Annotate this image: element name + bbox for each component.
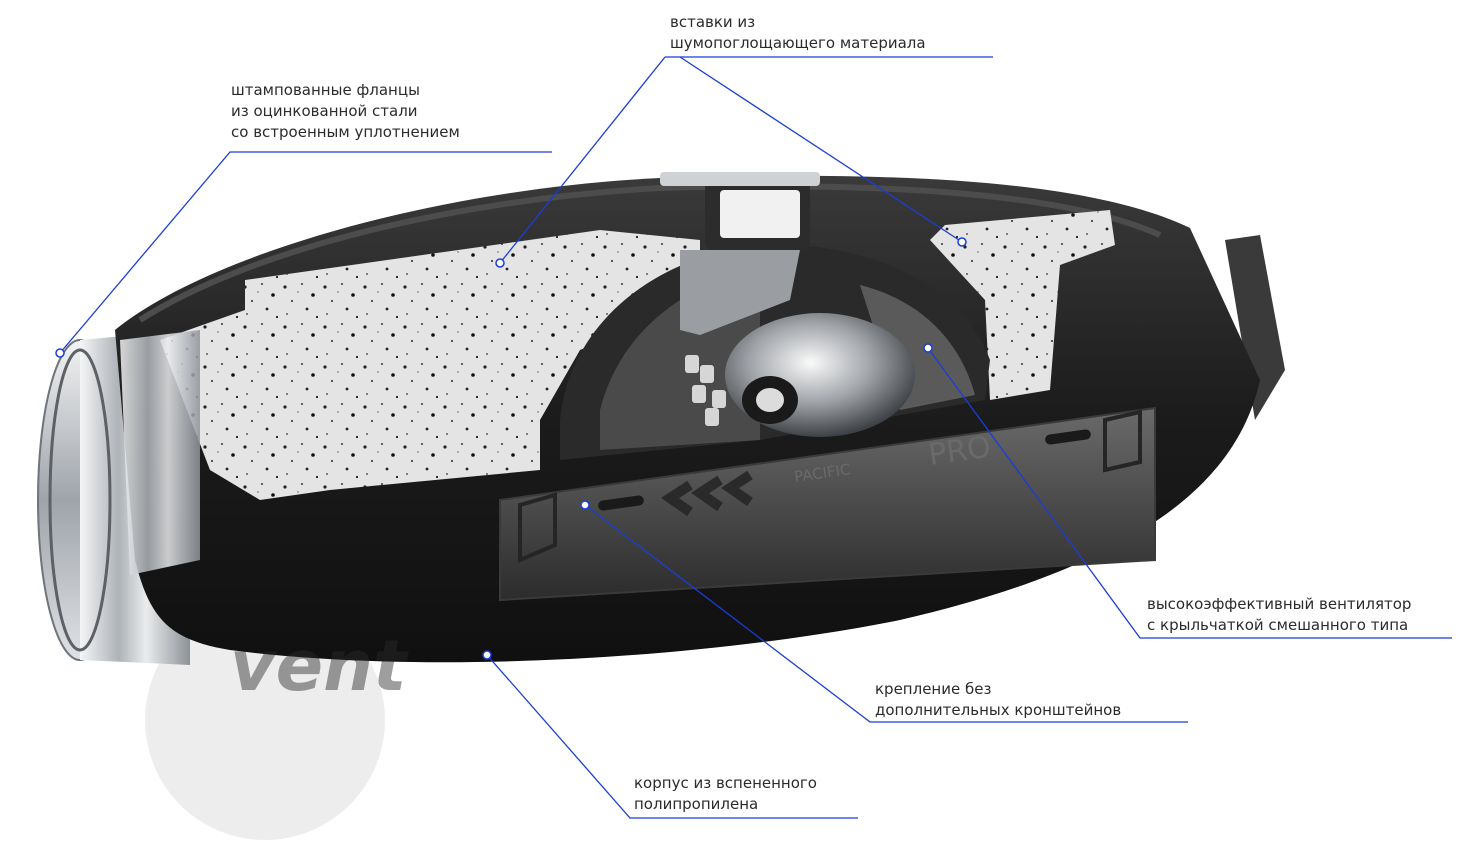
callout-fan: высокоэффективный вентилятор с крыльчатк… (1147, 594, 1411, 636)
callout-inserts-line-2: шумопоглощающего материала (670, 34, 926, 52)
callout-flanges-line-1: штампованные фланцы (231, 81, 420, 99)
watermark-fan-logo (145, 600, 385, 840)
mixed-flow-fan (560, 172, 990, 460)
callout-inserts-line-1: вставки из (670, 13, 756, 31)
leader-housing (486, 654, 858, 819)
callout-fan-line-1: высокоэффективный вентилятор (1147, 595, 1412, 613)
callout-fan-line-2: с крыльчаткой смешанного типа (1147, 616, 1409, 634)
leader-flanges (59, 151, 552, 354)
control-box (660, 172, 820, 335)
model-marking: PRO (926, 430, 993, 473)
callout-housing-line-1: корпус из вспененного (634, 774, 817, 792)
leader-inserts-right-2 (679, 56, 963, 243)
leader-inserts-left (499, 56, 666, 264)
callout-inserts: вставки из шумопоглощающего материала (670, 12, 926, 54)
watermark-text: vent (230, 625, 409, 707)
callout-housing-line-2: полипропилена (634, 795, 759, 813)
mounting-plate (499, 406, 1156, 602)
callout-mount: крепление без дополнительных кронштейнов (875, 679, 1121, 721)
acoustic-foam-inserts (120, 210, 1115, 575)
callout-mount-line-1: крепление без (875, 680, 992, 698)
leader-dots (55, 237, 967, 660)
callout-flanges-line-2: из оцинкованной стали (231, 102, 418, 120)
leader-mount (584, 504, 1188, 723)
callout-mount-line-2: дополнительных кронштейнов (875, 701, 1122, 719)
leader-fan (927, 347, 1452, 639)
callout-flanges: штампованные фланцы из оцинкованной стал… (231, 80, 460, 143)
callout-flanges-line-3: со встроенным уплотнением (231, 123, 460, 141)
bracket-icon (518, 409, 1142, 564)
airflow-direction-icon (661, 470, 753, 517)
leader-lines (59, 56, 1452, 819)
callout-housing: корпус из вспененного полипропилена (634, 773, 817, 815)
mounting-slot (598, 429, 1091, 511)
